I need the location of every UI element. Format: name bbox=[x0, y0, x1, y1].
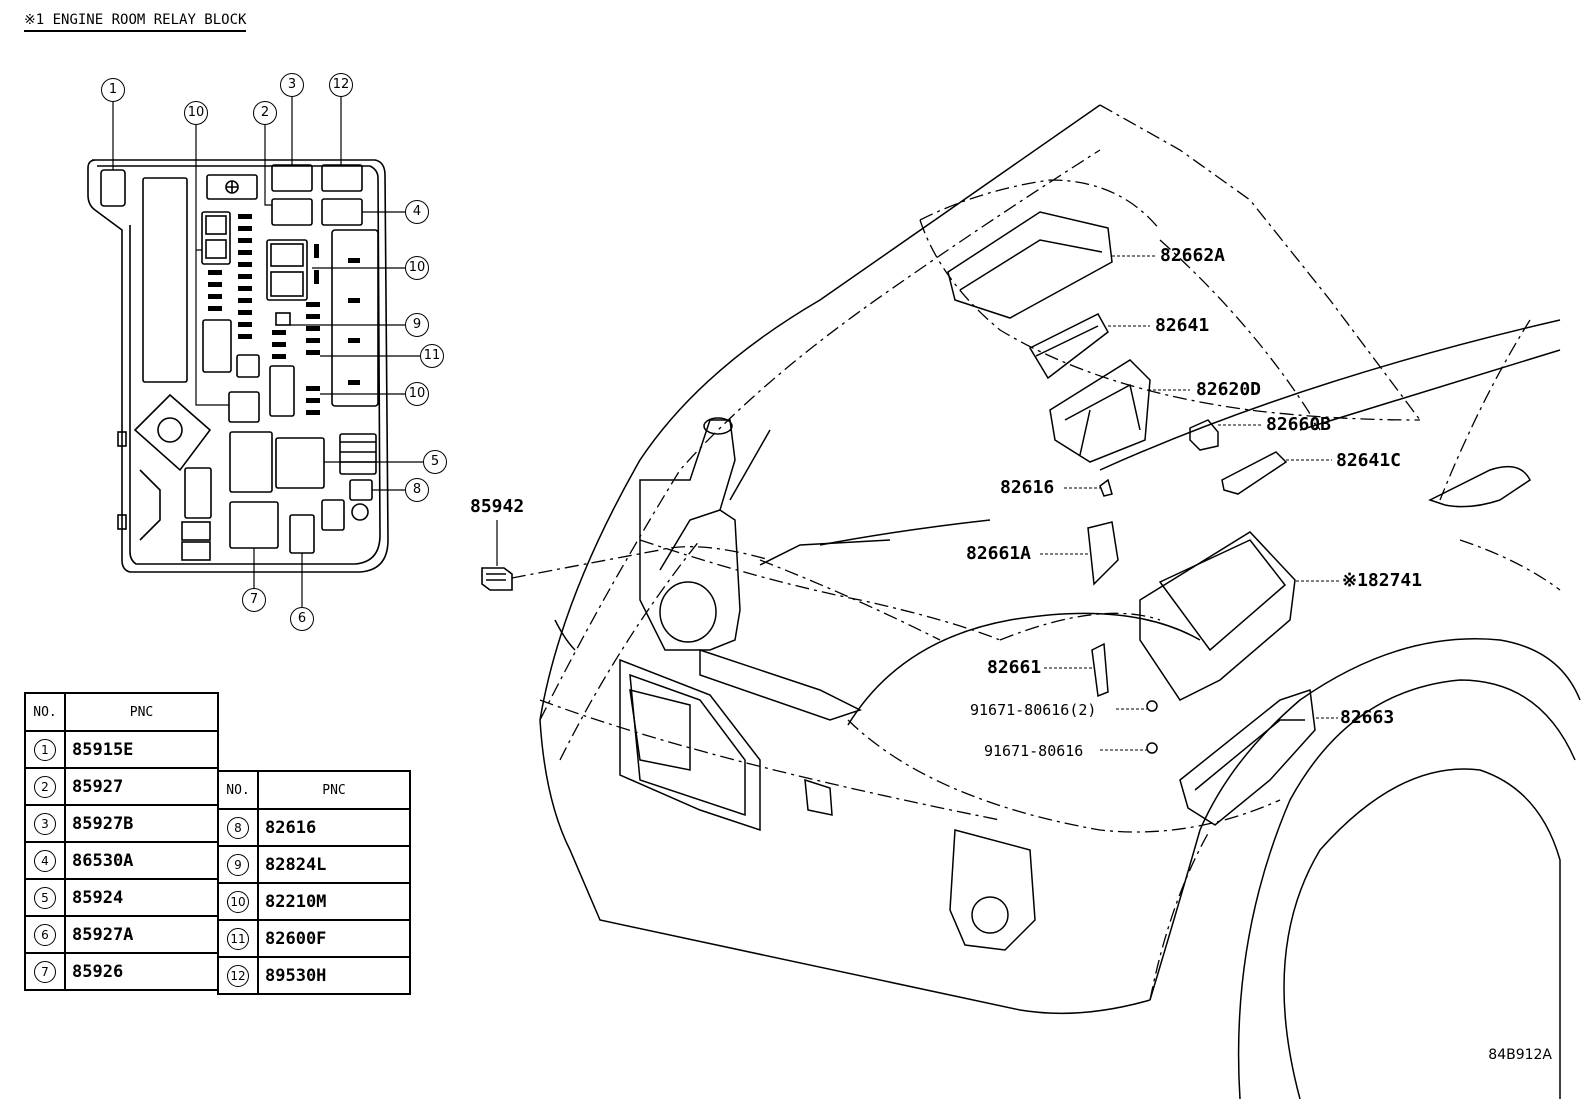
callout-82661a: 82661A bbox=[966, 543, 1032, 564]
table-row: 12 89530H bbox=[217, 956, 411, 995]
row-pnc: 85915E bbox=[64, 730, 219, 769]
table-row: 10 82210M bbox=[217, 882, 411, 921]
callout-91671-80616: 91671-80616 bbox=[984, 742, 1084, 760]
row-pnc: 89530H bbox=[257, 956, 411, 995]
marker-9: 9 bbox=[405, 313, 429, 337]
table-row: 5 85924 bbox=[24, 878, 219, 917]
marker-12: 12 bbox=[329, 73, 353, 97]
table-row: 1 85915E bbox=[24, 730, 219, 769]
row-pnc: 85926 bbox=[64, 952, 219, 991]
callout-82660b: 82660B bbox=[1266, 414, 1332, 435]
table-row: 11 82600F bbox=[217, 919, 411, 958]
row-pnc: 86530A bbox=[64, 841, 219, 880]
pnc-table-right: NO. PNC 8 82616 9 82824L 10 82210M 11 82… bbox=[217, 770, 411, 995]
relay-block-fuses bbox=[208, 214, 360, 415]
fuse-box-parts bbox=[947, 211, 1316, 826]
callout-91671-80616-2: 91671-80616(2) bbox=[970, 701, 1097, 719]
row-number: 6 bbox=[34, 923, 56, 946]
row-number: 1 bbox=[34, 738, 56, 761]
pnc-table-left: NO. PNC 1 85915E 2 85927 3 85927B 4 8653… bbox=[24, 692, 219, 991]
row-pnc: 82210M bbox=[257, 882, 411, 921]
car-outline bbox=[539, 104, 1581, 1099]
callout-82641: 82641 bbox=[1155, 315, 1210, 336]
diagram-title: ※1 ENGINE ROOM RELAY BLOCK bbox=[24, 12, 247, 32]
table-row: 8 82616 bbox=[217, 808, 411, 847]
marker-2: 2 bbox=[253, 101, 277, 125]
marker-7: 7 bbox=[242, 588, 266, 612]
table-header-pnc: PNC bbox=[64, 692, 219, 732]
row-number: 3 bbox=[34, 812, 56, 835]
marker-10-mid: 10 bbox=[405, 256, 429, 280]
marker-10-low: 10 bbox=[405, 382, 429, 406]
callout-82741: ※182741 bbox=[1342, 570, 1423, 591]
row-pnc: 85924 bbox=[64, 878, 219, 917]
row-number: 9 bbox=[227, 853, 249, 876]
car-dashed-lines bbox=[511, 104, 1561, 1001]
relay-block-drawing bbox=[87, 159, 389, 573]
washer-tank bbox=[639, 417, 891, 651]
marker-1: 1 bbox=[101, 78, 125, 102]
connector-85942 bbox=[481, 520, 513, 591]
row-number: 5 bbox=[34, 886, 56, 909]
part-leaders bbox=[1040, 255, 1340, 751]
table-header-no: NO. bbox=[24, 692, 66, 732]
row-pnc: 85927A bbox=[64, 915, 219, 954]
row-pnc: 85927 bbox=[64, 767, 219, 806]
table-row: 3 85927B bbox=[24, 804, 219, 843]
marker-11: 11 bbox=[420, 344, 444, 368]
table-row: 7 85926 bbox=[24, 952, 219, 991]
table-header-pnc: PNC bbox=[257, 770, 411, 810]
row-number: 2 bbox=[34, 775, 56, 798]
table-row: 6 85927A bbox=[24, 915, 219, 954]
table-row: 4 86530A bbox=[24, 841, 219, 880]
marker-4: 4 bbox=[405, 200, 429, 224]
callout-82661: 82661 bbox=[987, 657, 1042, 678]
row-number: 10 bbox=[227, 890, 249, 913]
row-pnc: 82600F bbox=[257, 919, 411, 958]
row-number: 4 bbox=[34, 849, 56, 872]
callout-82620d: 82620D bbox=[1196, 379, 1262, 400]
relay-block-leaders bbox=[112, 96, 423, 607]
callout-82662a: 82662A bbox=[1160, 245, 1226, 266]
marker-6: 6 bbox=[290, 607, 314, 631]
marker-5: 5 bbox=[423, 450, 447, 474]
table-row: 9 82824L bbox=[217, 845, 411, 884]
row-number: 7 bbox=[34, 960, 56, 983]
row-pnc: 82616 bbox=[257, 808, 411, 847]
callout-82663: 82663 bbox=[1340, 707, 1395, 728]
callout-82641c: 82641C bbox=[1336, 450, 1402, 471]
row-number: 8 bbox=[227, 816, 249, 839]
marker-3: 3 bbox=[280, 73, 304, 97]
table-row: 2 85927 bbox=[24, 767, 219, 806]
row-number: 11 bbox=[227, 927, 249, 950]
table-header-no: NO. bbox=[217, 770, 259, 810]
callout-82616: 82616 bbox=[1000, 477, 1055, 498]
marker-10-top: 10 bbox=[184, 101, 208, 125]
callout-85942: 85942 bbox=[470, 496, 525, 517]
drawing-code: 84B912A bbox=[1488, 1047, 1552, 1063]
row-pnc: 82824L bbox=[257, 845, 411, 884]
row-pnc: 85927B bbox=[64, 804, 219, 843]
marker-8: 8 bbox=[405, 478, 429, 502]
row-number: 12 bbox=[227, 964, 249, 987]
